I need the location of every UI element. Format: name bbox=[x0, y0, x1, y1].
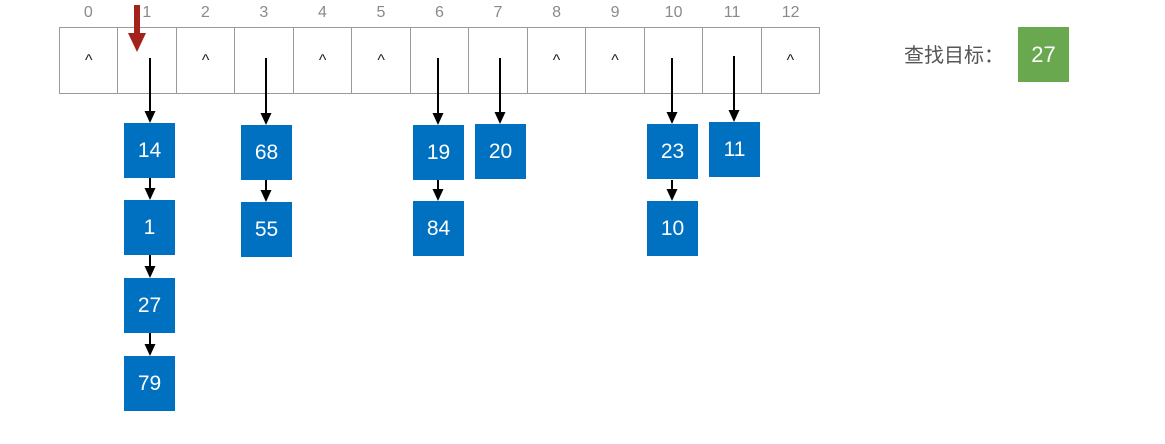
index-label: 7 bbox=[493, 4, 503, 21]
index-label: 2 bbox=[200, 4, 210, 21]
hash-slot: ^ bbox=[526, 28, 585, 93]
hash-slot: ^ bbox=[351, 28, 409, 93]
index-row: 0 1 2 3 4 5 6 7 8 9 10 11 12 bbox=[59, 3, 820, 23]
index-label: 1 bbox=[142, 4, 152, 21]
index-label: 3 bbox=[259, 4, 269, 21]
chain-node: 10 bbox=[647, 201, 698, 256]
chain-node: 84 bbox=[413, 201, 464, 256]
hash-slot bbox=[234, 28, 292, 93]
chain-node: 14 bbox=[124, 123, 175, 178]
hash-slot bbox=[117, 28, 175, 93]
chain-node: 23 bbox=[647, 124, 698, 179]
chain-node: 11 bbox=[709, 122, 760, 177]
index-label: 9 bbox=[610, 4, 620, 21]
hash-slot: ^ bbox=[84, 51, 93, 69]
chain-node: 19 bbox=[413, 125, 464, 180]
index-label: 0 bbox=[83, 4, 93, 21]
hash-slot: ^ bbox=[760, 28, 819, 93]
chain-node: 1 bbox=[124, 200, 175, 255]
chain-node: 20 bbox=[475, 124, 526, 179]
chain-node: 27 bbox=[124, 278, 175, 333]
chain-node: 55 bbox=[241, 202, 292, 257]
index-label: 12 bbox=[781, 4, 800, 21]
index-label: 5 bbox=[376, 4, 386, 21]
search-target-label: 查找目标： bbox=[904, 45, 1004, 67]
search-target-value: 27 bbox=[1018, 27, 1069, 82]
hash-slot bbox=[409, 28, 468, 93]
hash-table: ^ ^ ^ ^ ^ ^ ^ bbox=[59, 27, 820, 94]
index-label: 6 bbox=[435, 4, 444, 21]
hash-slot: ^ bbox=[175, 28, 234, 93]
index-label: 11 bbox=[723, 4, 741, 21]
index-label: 10 bbox=[664, 4, 683, 21]
index-label: 8 bbox=[552, 4, 561, 21]
index-label: 4 bbox=[317, 4, 327, 21]
hash-slot bbox=[643, 28, 702, 93]
hash-slot: ^ bbox=[292, 28, 351, 93]
hash-slot bbox=[468, 28, 526, 93]
current-slot-indicator-icon bbox=[128, 5, 146, 52]
hash-slot bbox=[702, 28, 760, 93]
hash-slot: ^ bbox=[585, 28, 643, 93]
chain-node: 68 bbox=[241, 125, 292, 180]
chain-node: 79 bbox=[124, 356, 175, 411]
